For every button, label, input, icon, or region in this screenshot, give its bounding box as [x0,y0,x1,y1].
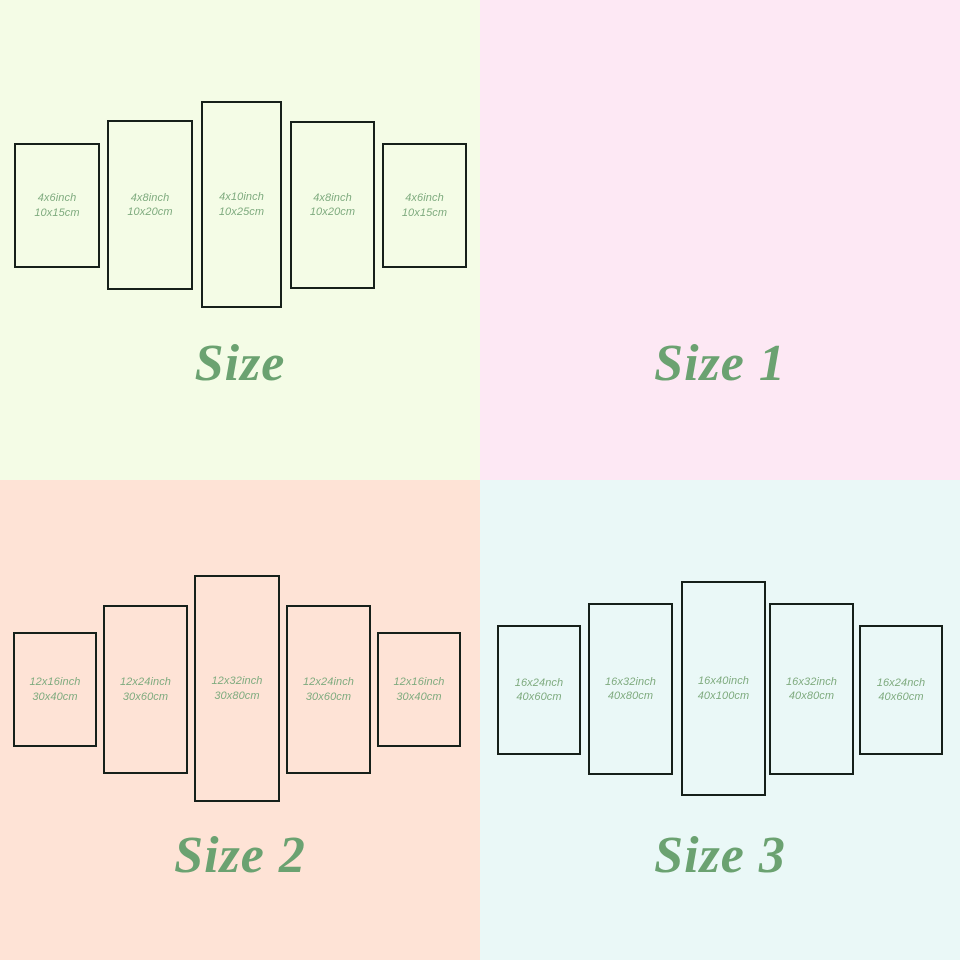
frame-size-label: 16x32inch 40x80cm [605,675,656,703]
frame-size-inches: 12x16inch [393,676,445,689]
frame-size-label: 16x32inch 40x80cm [786,675,837,703]
quadrant-title-size-1: Size 1 [654,335,786,392]
quadrant-title-size-base: Size [194,335,286,392]
frame-size-label: 4x8inch 10x20cm [310,191,355,219]
frame-size-inches: 16x24nch [876,676,926,689]
frame-size-centimeters: 40x60cm [516,691,562,703]
frame-size-centimeters: 40x80cm [607,690,654,702]
frame-size-label: 16x24nch 40x60cm [515,676,564,704]
quadrant-title-size-3: Size 3 [654,827,786,884]
quadrant-size-1: 8x14nch20x35cm8x18inch20x45cm8x22inch20x… [480,0,960,480]
frame-size-centimeters: 30x40cm [32,690,78,703]
frame-size-inches: 12x16inch [29,676,81,689]
frame-size-inches: 12x24inch [119,676,172,689]
frame-size-label: 4x8inch 10x20cm [127,191,172,219]
quadrant-size-3: 16x24nch 40x60cm 16x32inch 40x80cm 16x40inch… [480,480,960,960]
frame-size-centimeters: 30x40cm [396,690,442,703]
frame-size-inches: 16x24nch [514,676,564,689]
frame-size-centimeters: 30x80cm [214,689,260,702]
frame-size-inches: 4x8inch [130,191,170,204]
frame-size-centimeters: 10x20cm [127,206,173,218]
frame-size-inches: 12x32inch [211,675,263,688]
frame-size-centimeters: 10x20cm [309,206,356,218]
frame-size-inches: 4x8inch [313,191,352,204]
frame-size-3-panel-1[interactable]: 16x24nch 40x60cm [497,625,581,755]
frame-size-centimeters: 30x60cm [122,690,169,703]
frame-size-inches: 12x24inch [302,676,355,689]
frame-size-inches: 16x32inch [604,675,657,688]
frame-size-3-panel-4[interactable]: 16x32inch 40x80cm [769,603,854,775]
frame-size-centimeters: 40x100cm [697,689,750,702]
quadrant-title-size-2: Size 2 [174,827,306,884]
frame-size-centimeters: 10x25cm [218,205,265,218]
frame-size-inches: 16x32inch [785,675,838,688]
frame-size-centimeters: 10x15cm [401,206,448,219]
frame-size-inches: 16x40inch [697,675,750,688]
frame-size-base-panel-4[interactable]: 4x8inch 10x20cm [290,121,375,289]
frame-size-centimeters: 10x15cm [34,206,80,219]
frame-size-base-panel-2[interactable]: 4x8inch 10x20cm [107,120,193,290]
frame-size-inches: 4x10inch [219,191,264,204]
frame-size-3-panel-2[interactable]: 16x32inch 40x80cm [588,603,673,775]
frame-size-centimeters: 40x80cm [788,690,835,702]
frame-size-centimeters: 30x60cm [305,690,352,703]
frame-size-inches: 4x6inch [405,192,444,205]
frame-size-inches: 4x6inch [37,192,77,205]
frame-size-centimeters: 40x60cm [878,691,924,703]
frame-size-label: 16x24nch 40x60cm [877,676,926,704]
frame-size-3-panel-5[interactable]: 16x24nch 40x60cm [859,625,943,755]
